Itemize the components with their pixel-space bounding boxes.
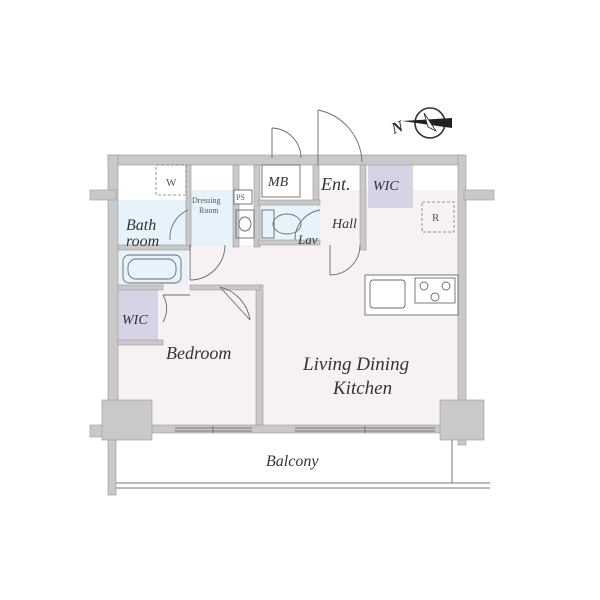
cabinet-boxes: [233, 164, 301, 205]
label-ent: Ent.: [320, 174, 351, 194]
label-dressing-2: Room: [199, 206, 219, 215]
label-wic-left: WIC: [122, 313, 148, 328]
kitchen-sink: [369, 279, 406, 309]
label-hall: Hall: [331, 217, 357, 232]
entrance-door-swing: [317, 109, 363, 163]
compass: N: [388, 107, 452, 139]
bathtub: [122, 254, 182, 284]
floors: [118, 165, 490, 488]
label-mb: MB: [267, 175, 289, 190]
stove: [414, 277, 456, 304]
label-bath-2: room: [126, 233, 159, 250]
mb-door-swing: [271, 127, 302, 159]
label-ldk-2: Kitchen: [332, 378, 392, 399]
dressing-door-swing: [169, 209, 189, 241]
kitchen-counter: [364, 274, 459, 316]
label-wic-top: WIC: [373, 179, 399, 194]
doors: [162, 109, 363, 323]
wic-top-floor: [368, 165, 413, 208]
label-r: R: [432, 212, 440, 224]
label-ps: PS: [236, 193, 245, 202]
room-labels: W Dressing Room PS MB Ent. WIC Hall Lav …: [122, 174, 440, 470]
dressing-floor: [188, 190, 233, 245]
wic-door-swing: [162, 294, 167, 323]
mb-box: [261, 164, 301, 198]
hall-floor: [318, 190, 368, 245]
label-bedroom: Bedroom: [166, 343, 231, 363]
label-ldk-1: Living Dining: [302, 354, 409, 375]
label-balcony: Balcony: [266, 453, 319, 470]
balcony-floor: [118, 440, 490, 488]
wic-left-floor: [118, 290, 158, 342]
fixtures: [122, 209, 459, 316]
ldk-floor: [262, 243, 458, 425]
label-lav: Lav: [297, 232, 318, 247]
balcony-rail: [116, 426, 490, 489]
bath-door-swing: [189, 244, 226, 281]
corridor-floor: [190, 245, 265, 287]
compass-north-label: N: [388, 117, 407, 138]
walls: [89, 154, 495, 496]
washer-outline: [155, 164, 187, 196]
lav-door-swing: [294, 209, 321, 241]
label-bath-1: Bath: [126, 217, 156, 234]
washbasin: [235, 209, 255, 239]
label-dressing-1: Dressing: [192, 196, 220, 205]
toilet: [261, 209, 275, 239]
fridge-outline: [421, 201, 455, 233]
bedroom-door-leaf: [219, 286, 251, 321]
appliance-outlines: [155, 164, 455, 233]
ps-box: [233, 189, 253, 205]
bedroom-door-swing: [219, 286, 251, 321]
hall-door-swing: [329, 244, 361, 276]
label-w: W: [166, 177, 177, 189]
